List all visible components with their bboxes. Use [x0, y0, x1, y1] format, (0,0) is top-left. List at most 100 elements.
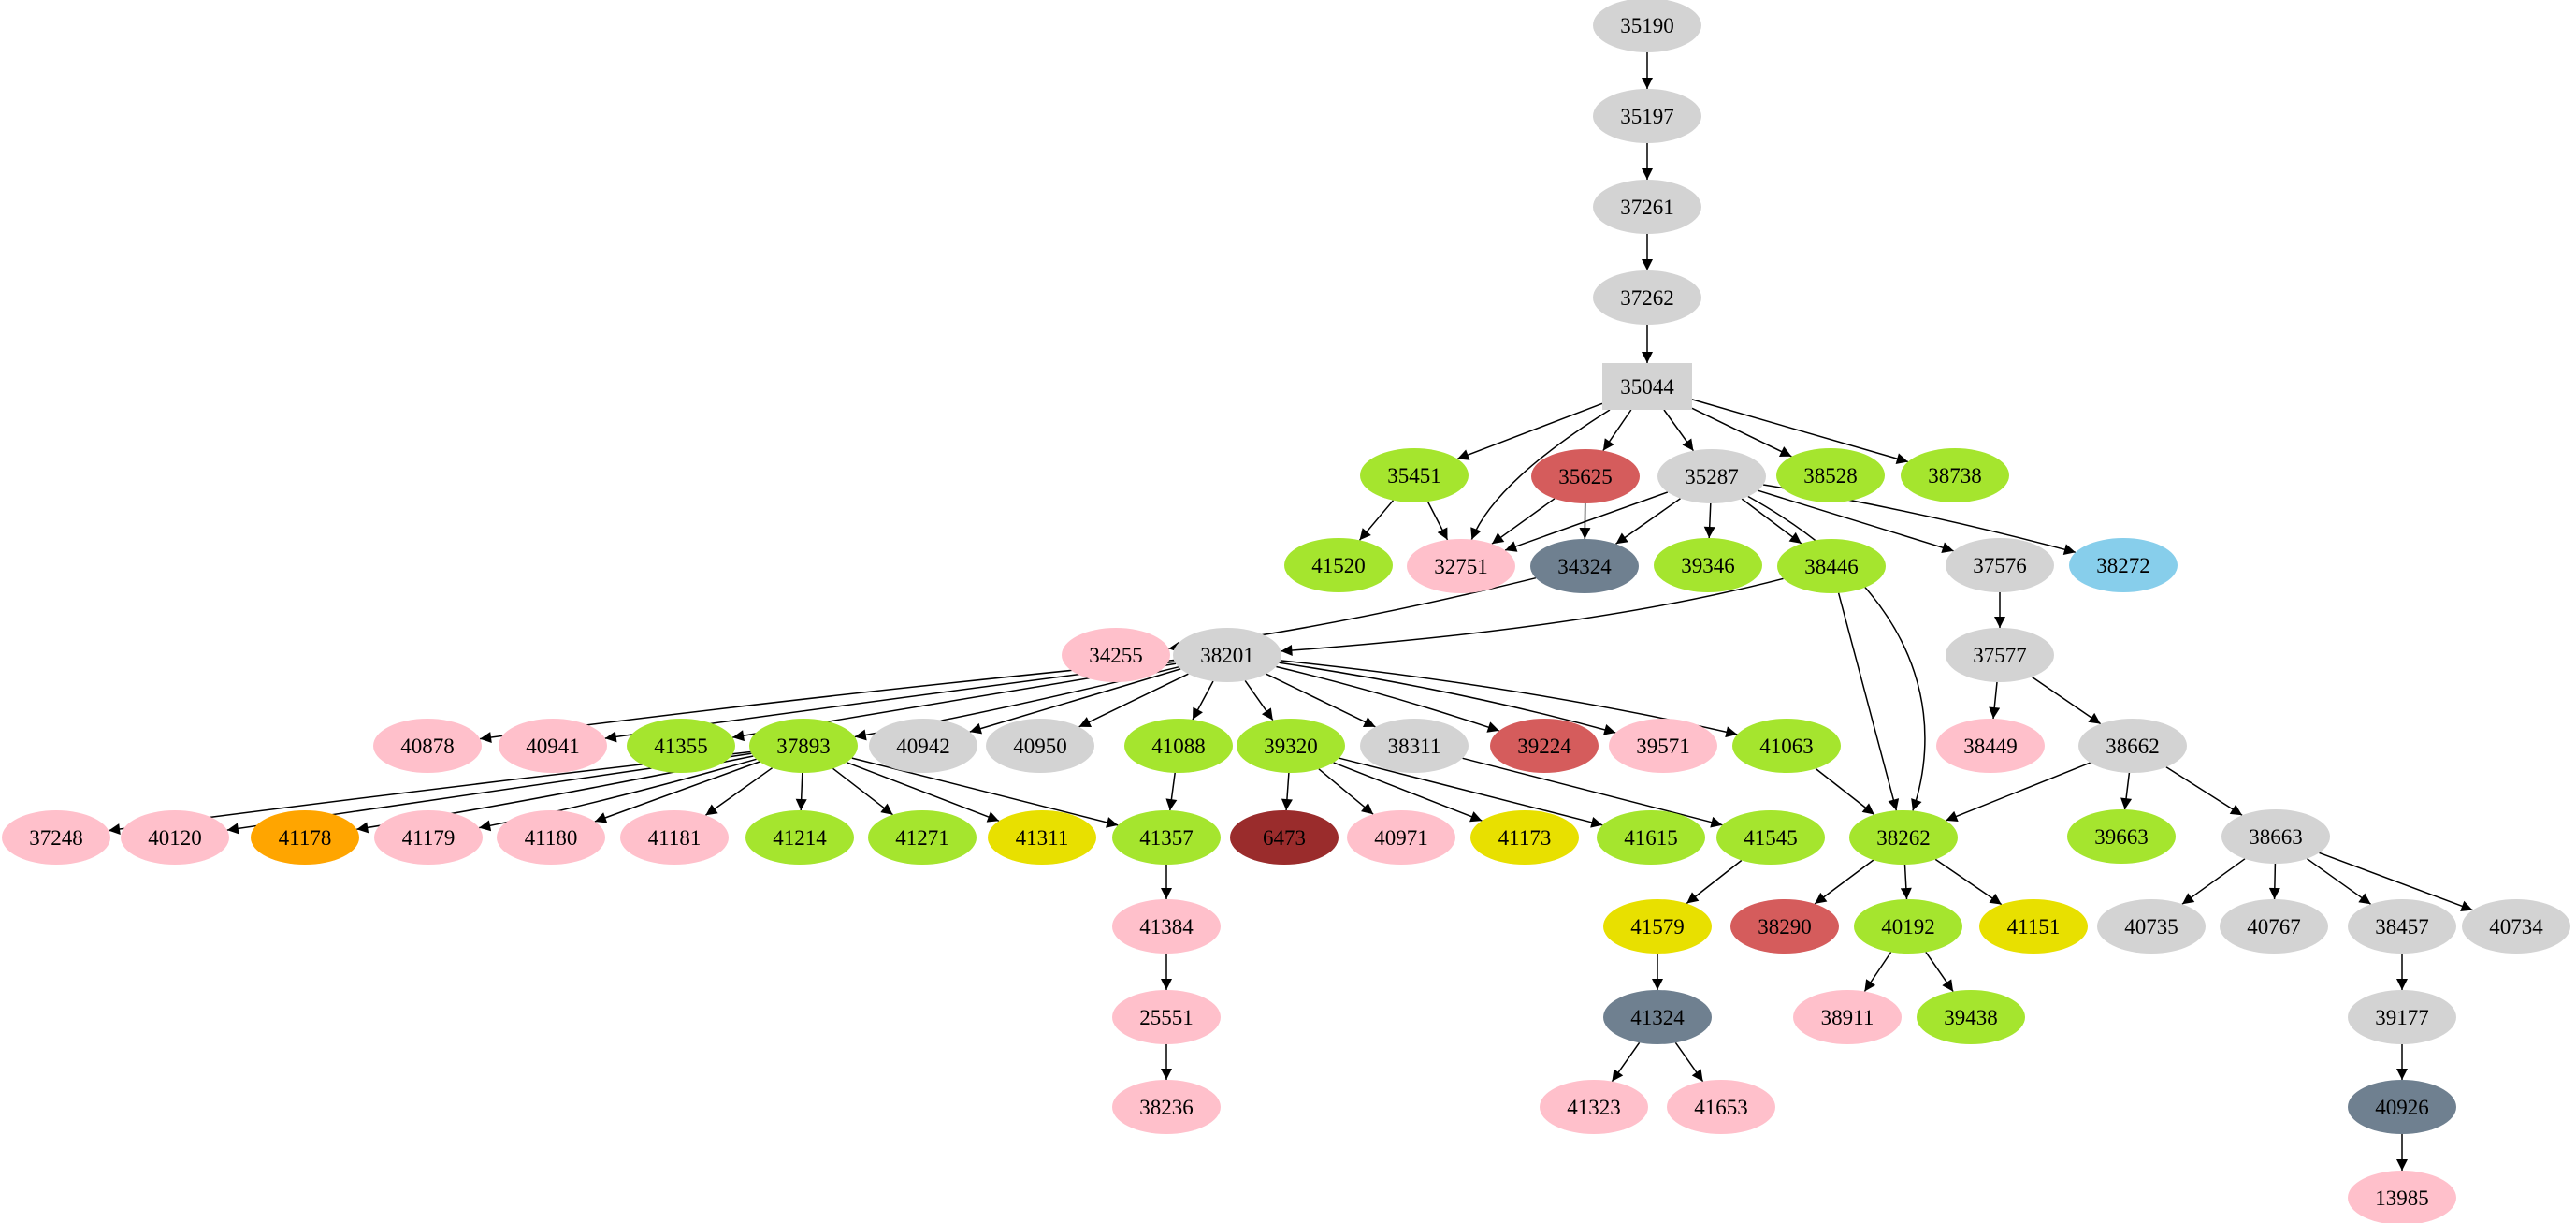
- edge-37577-38449: [1989, 681, 2001, 720]
- node-label: 40971: [1374, 826, 1428, 850]
- node-ellipse-shape: [2069, 538, 2178, 592]
- node-ellipse-shape: [1112, 990, 1221, 1044]
- edge-38446-38262: [1837, 592, 1900, 811]
- node-ellipse-shape: [1360, 448, 1469, 502]
- node-ellipse-shape: [1609, 719, 1717, 773]
- edge-38663-40735: [2181, 858, 2246, 905]
- graph-node-39438: 39438: [1917, 990, 2025, 1044]
- node-ellipse-shape: [1112, 899, 1221, 954]
- edge-38201-40942: [969, 668, 1181, 735]
- node-label: 38290: [1758, 915, 1812, 939]
- node-ellipse-shape: [1593, 180, 1701, 234]
- node-label: 40926: [2375, 1096, 2429, 1119]
- graph-node-38449: 38449: [1936, 719, 2045, 773]
- graph-node-40926: 40926: [2348, 1080, 2456, 1134]
- graph-node-40941: 40941: [499, 719, 607, 773]
- graph-node-40120: 40120: [121, 810, 229, 865]
- node-label: 35451: [1387, 464, 1441, 488]
- node-label: 38911: [1821, 1006, 1874, 1029]
- node-ellipse-shape: [1230, 810, 1339, 865]
- graph-node-41178: 41178: [251, 810, 359, 865]
- node-ellipse-shape: [986, 719, 1094, 773]
- node-ellipse-shape: [497, 810, 605, 865]
- graph-node-6473: 6473: [1230, 810, 1339, 865]
- node-label: 38457: [2375, 915, 2429, 939]
- node-label: 40941: [526, 735, 580, 758]
- node-ellipse-shape: [1112, 810, 1221, 865]
- node-label: 41088: [1151, 735, 1206, 758]
- node-ellipse-shape: [868, 810, 977, 865]
- edge-38663-40767: [2268, 863, 2280, 900]
- node-label: 41520: [1311, 554, 1366, 577]
- node-ellipse-shape: [121, 810, 229, 865]
- edge-38663-38457: [2306, 858, 2372, 905]
- node-ellipse-shape: [1946, 538, 2054, 592]
- node-label: 39571: [1636, 735, 1690, 758]
- node-ellipse-shape: [1530, 539, 1639, 593]
- edge-38201-39224: [1276, 665, 1499, 733]
- node-label: 35625: [1558, 465, 1613, 488]
- node-ellipse-shape: [1540, 1080, 1648, 1134]
- node-ellipse-shape: [2348, 1171, 2456, 1223]
- graph-node-38290: 38290: [1730, 899, 1839, 954]
- node-label: 41214: [773, 826, 827, 850]
- edge-35625-32751: [1491, 498, 1556, 545]
- graph-node-40192: 40192: [1854, 899, 1962, 954]
- graph-node-41545: 41545: [1716, 810, 1825, 865]
- graph-node-38662: 38662: [2078, 719, 2187, 773]
- node-ellipse-shape: [499, 719, 607, 773]
- node-ellipse-shape: [1360, 719, 1469, 773]
- edge-38201-41088: [1192, 680, 1214, 721]
- node-box-shape: [1602, 363, 1692, 410]
- graph-node-35190: 35190: [1593, 0, 1701, 52]
- graph-node-41311: 41311: [988, 810, 1096, 865]
- node-label: 41180: [525, 826, 578, 850]
- node-label: 39224: [1517, 735, 1571, 758]
- edge-35287-38446: [1741, 498, 1802, 545]
- graph-node-35197: 35197: [1593, 89, 1701, 143]
- node-label: 41178: [279, 826, 332, 850]
- node-ellipse-shape: [2348, 899, 2456, 954]
- node-ellipse-shape: [1407, 539, 1515, 593]
- node-label: 38272: [2096, 554, 2150, 577]
- graph-node-41173: 41173: [1470, 810, 1579, 865]
- edge-35287-34324: [1615, 498, 1681, 545]
- edge-35287-39346: [1703, 502, 1715, 539]
- graph-node-39571: 39571: [1609, 719, 1717, 773]
- edge-37893-41271: [832, 767, 893, 816]
- node-ellipse-shape: [1593, 89, 1701, 143]
- node-ellipse-shape: [1593, 270, 1701, 325]
- graph-node-38738: 38738: [1901, 448, 2009, 502]
- node-ellipse-shape: [1667, 1080, 1775, 1134]
- edge-41324-41323: [1611, 1041, 1641, 1083]
- edge-38662-38262: [1946, 762, 2091, 823]
- node-label: 39320: [1264, 735, 1318, 758]
- graph-node-37893: 37893: [749, 719, 858, 773]
- graph-node-32751: 32751: [1407, 539, 1515, 593]
- graph-node-41520: 41520: [1284, 538, 1393, 592]
- node-label: 41323: [1567, 1096, 1621, 1119]
- node-label: 41271: [895, 826, 949, 850]
- node-ellipse-shape: [2, 810, 110, 865]
- edge-38662-38663: [2165, 766, 2243, 816]
- node-label: 41179: [402, 826, 456, 850]
- node-label: 39346: [1681, 554, 1735, 577]
- graph-node-41151: 41151: [1979, 899, 2088, 954]
- node-ellipse-shape: [251, 810, 359, 865]
- graph-node-39320: 39320: [1237, 719, 1345, 773]
- node-ellipse-shape: [1777, 539, 1886, 593]
- graph-node-38663: 38663: [2221, 809, 2330, 864]
- edge-37893-41181: [704, 767, 774, 816]
- node-label: 34255: [1089, 644, 1143, 667]
- graph-node-38262: 38262: [1849, 810, 1958, 865]
- graph-node-38528: 38528: [1776, 448, 1885, 502]
- node-label: 35044: [1620, 375, 1674, 399]
- edge-38446-38201: [1281, 577, 1784, 657]
- edge-35451-41520: [1358, 500, 1395, 541]
- node-label: 41311: [1016, 826, 1069, 850]
- node-label: 38449: [1963, 735, 2018, 758]
- edge-38662-39663: [2120, 772, 2133, 810]
- node-label: 41357: [1139, 826, 1194, 850]
- node-ellipse-shape: [1531, 449, 1640, 503]
